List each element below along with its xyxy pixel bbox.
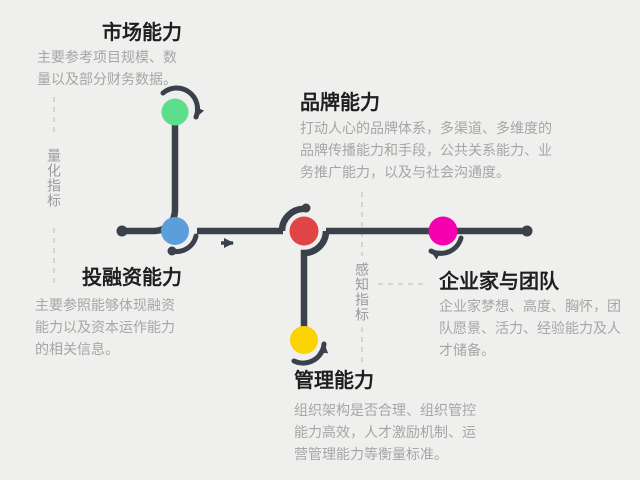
desc-line: 能力以及资本运作能力 (35, 319, 175, 335)
team-rotation-arrow-icon (428, 235, 464, 260)
node-title-management: 管理能力 (294, 370, 374, 392)
desc-line: 主要参照能够体现融资 (35, 297, 175, 313)
investment-node-circle (161, 217, 189, 245)
desc-line: 的相关信息。 (35, 341, 119, 357)
desc-line: 企业家梦想、高度、胸怀，团 (439, 298, 621, 314)
team-node-circle (428, 216, 458, 246)
node-title-market: 市场能力 (102, 22, 182, 44)
desc-line: 主要参考项目规模、数 (37, 49, 177, 65)
management-node-circle (290, 326, 318, 354)
start-dot (116, 225, 128, 237)
dashed-guides (53, 97, 424, 362)
brand-node-circle (289, 216, 319, 246)
node-title-team: 企业家与团队 (439, 271, 559, 293)
end-dot (521, 225, 533, 237)
desc-line: 组织架构是否合理、组织管控 (294, 402, 476, 418)
brand-swirl-dot (301, 203, 311, 213)
connector-brand-to-management (300, 230, 330, 327)
node-title-investment: 投融资能力 (82, 267, 182, 289)
perceptual-axis-label: 感知指标 (354, 262, 370, 322)
desc-line: 营管理能力等衡量标准。 (294, 446, 448, 462)
desc-line: 务推广能力，以及与社会沟通度。 (300, 164, 510, 180)
desc-line: 才储备。 (439, 342, 495, 358)
management-rotation-arrow-icon (291, 341, 329, 366)
node-desc-brand: 打动人心的品牌体系，多渠道、多维度的 品牌传播能力和手段，公共关系能力、业 务推… (300, 117, 552, 183)
desc-line: 能力高效，人才激励机制、运 (294, 424, 476, 440)
connector-start-to-market (122, 125, 179, 235)
node-desc-investment: 主要参照能够体现融资 能力以及资本运作能力 的相关信息。 (35, 294, 175, 360)
node-desc-market: 主要参考项目规模、数 量以及部分财务数据。 (37, 46, 177, 90)
market-node-circle (161, 98, 189, 126)
invest-swirl-dot (167, 246, 177, 256)
market-rotation-arrow-icon (160, 85, 205, 120)
desc-line: 打动人心的品牌体系，多渠道、多维度的 (300, 120, 552, 136)
quantitative-axis-label: 量化指标 (46, 148, 62, 208)
node-desc-team: 企业家梦想、高度、胸怀，团 队愿景、活力、经验能力及人 才储备。 (439, 295, 621, 361)
desc-line: 量以及部分财务数据。 (37, 71, 177, 87)
desc-line: 队愿景、活力、经验能力及人 (439, 320, 621, 336)
desc-line: 品牌传播能力和手段，公共关系能力、业 (300, 142, 552, 158)
node-desc-management: 组织架构是否合理、组织管控 能力高效，人才激励机制、运 营管理能力等衡量标准。 (294, 399, 476, 465)
node-title-brand: 品牌能力 (300, 92, 380, 114)
